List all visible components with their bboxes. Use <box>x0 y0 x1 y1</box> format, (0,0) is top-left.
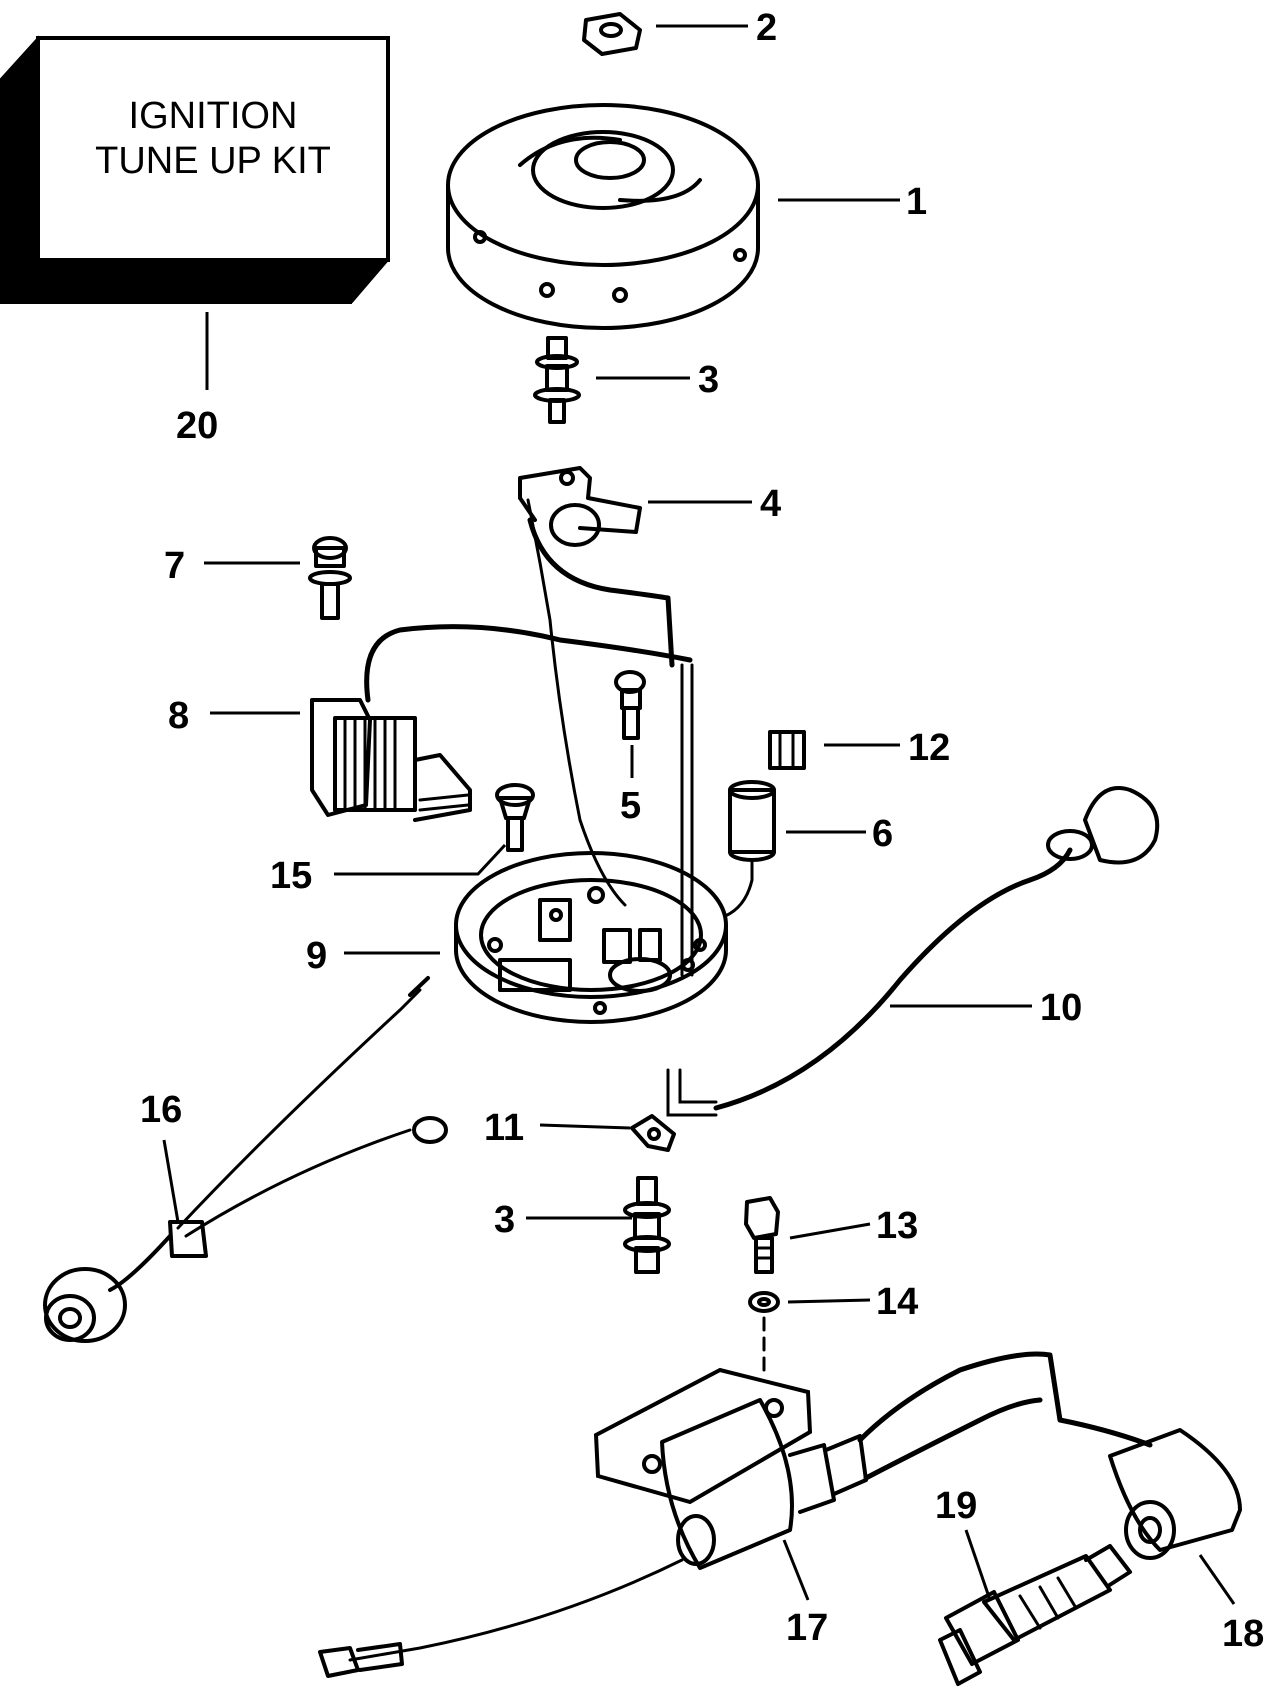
callout-14: 14 <box>876 1281 918 1323</box>
part-2-nut <box>582 12 642 56</box>
part-9-stator-plate <box>454 851 728 1024</box>
leader-lines <box>162 24 1236 1605</box>
part-17-ignition-coil <box>318 1351 1153 1678</box>
part-13-bolt <box>744 1196 780 1274</box>
part-12-clip <box>768 730 806 770</box>
callout-labels: 2 1 3 20 4 7 8 12 5 6 15 9 10 16 11 13 3… <box>140 7 1264 1655</box>
part-6-condenser <box>718 780 776 920</box>
callout-1: 1 <box>906 181 927 223</box>
callout-10: 10 <box>1040 987 1082 1029</box>
part-8-charge-coil <box>310 698 472 822</box>
part-3-stud-top <box>533 336 581 424</box>
callout-13: 13 <box>876 1205 918 1247</box>
kit-label-line2: TUNE UP KIT <box>95 140 331 182</box>
part-19-spark-plug <box>938 1544 1132 1686</box>
callout-4: 4 <box>760 483 781 525</box>
callout-9: 9 <box>306 935 327 977</box>
part-16-stop-switch <box>43 976 448 1343</box>
callout-12: 12 <box>908 727 950 769</box>
part-7-screw <box>308 536 352 620</box>
part-4-breaker-point <box>518 466 642 547</box>
part-18-spark-plug-boot <box>1108 1428 1242 1560</box>
callout-15: 15 <box>270 855 312 897</box>
callout-5: 5 <box>620 785 641 827</box>
part-10-stop-lead <box>666 786 1160 1117</box>
callout-18: 18 <box>1222 1613 1264 1655</box>
part-14-washer <box>748 1291 780 1372</box>
callout-3-bottom: 3 <box>494 1199 515 1241</box>
part-3-stud-bottom <box>623 1176 671 1274</box>
callout-17: 17 <box>786 1607 828 1649</box>
callout-2: 2 <box>756 7 777 49</box>
stator-wiring <box>364 498 694 977</box>
callout-6: 6 <box>872 813 893 855</box>
callout-20: 20 <box>176 405 218 447</box>
kit-label-line1: IGNITION <box>129 95 298 137</box>
callout-19: 19 <box>935 1485 977 1527</box>
part-11-clamp <box>630 1114 676 1152</box>
callout-8: 8 <box>168 695 189 737</box>
part-1-flywheel <box>446 103 760 330</box>
part-15-screw <box>495 783 535 852</box>
callout-11: 11 <box>484 1107 524 1149</box>
callout-16: 16 <box>140 1089 182 1131</box>
part-5-screw <box>614 670 646 740</box>
part-20-tune-up-kit-box: IGNITION TUNE UP KIT <box>0 35 391 304</box>
callout-3-top: 3 <box>698 359 719 401</box>
callout-7: 7 <box>164 545 185 587</box>
